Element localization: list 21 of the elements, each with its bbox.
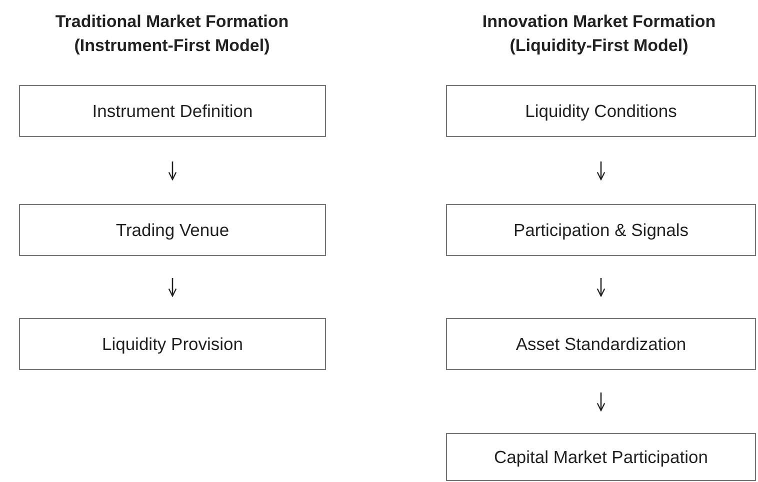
box-label: Liquidity Provision [102,334,244,354]
arrow [596,162,606,180]
box-label: Trading Venue [116,220,230,240]
process-box [446,318,756,370]
column-heading: Innovation Market Formation (Liquidity-First Model) [481,11,717,57]
process-box [446,204,756,256]
box-label: Liquidity Conditions [525,100,677,122]
box-label: Asset Standardization [516,334,686,354]
process-box [446,85,756,137]
process-box [19,85,326,137]
box-label: Participation & Signals [513,220,689,240]
process-box [19,204,326,256]
box-label: Instrument Definition [92,100,253,122]
arrow [596,278,606,297]
box-label: Capital Market Participation [494,446,708,468]
arrow [168,162,177,180]
process-box [19,318,326,370]
process-box [446,433,756,481]
arrow [596,392,606,412]
column-heading: Traditional Market Formation (Instrument-First Model) [54,11,290,57]
arrow [168,278,177,297]
